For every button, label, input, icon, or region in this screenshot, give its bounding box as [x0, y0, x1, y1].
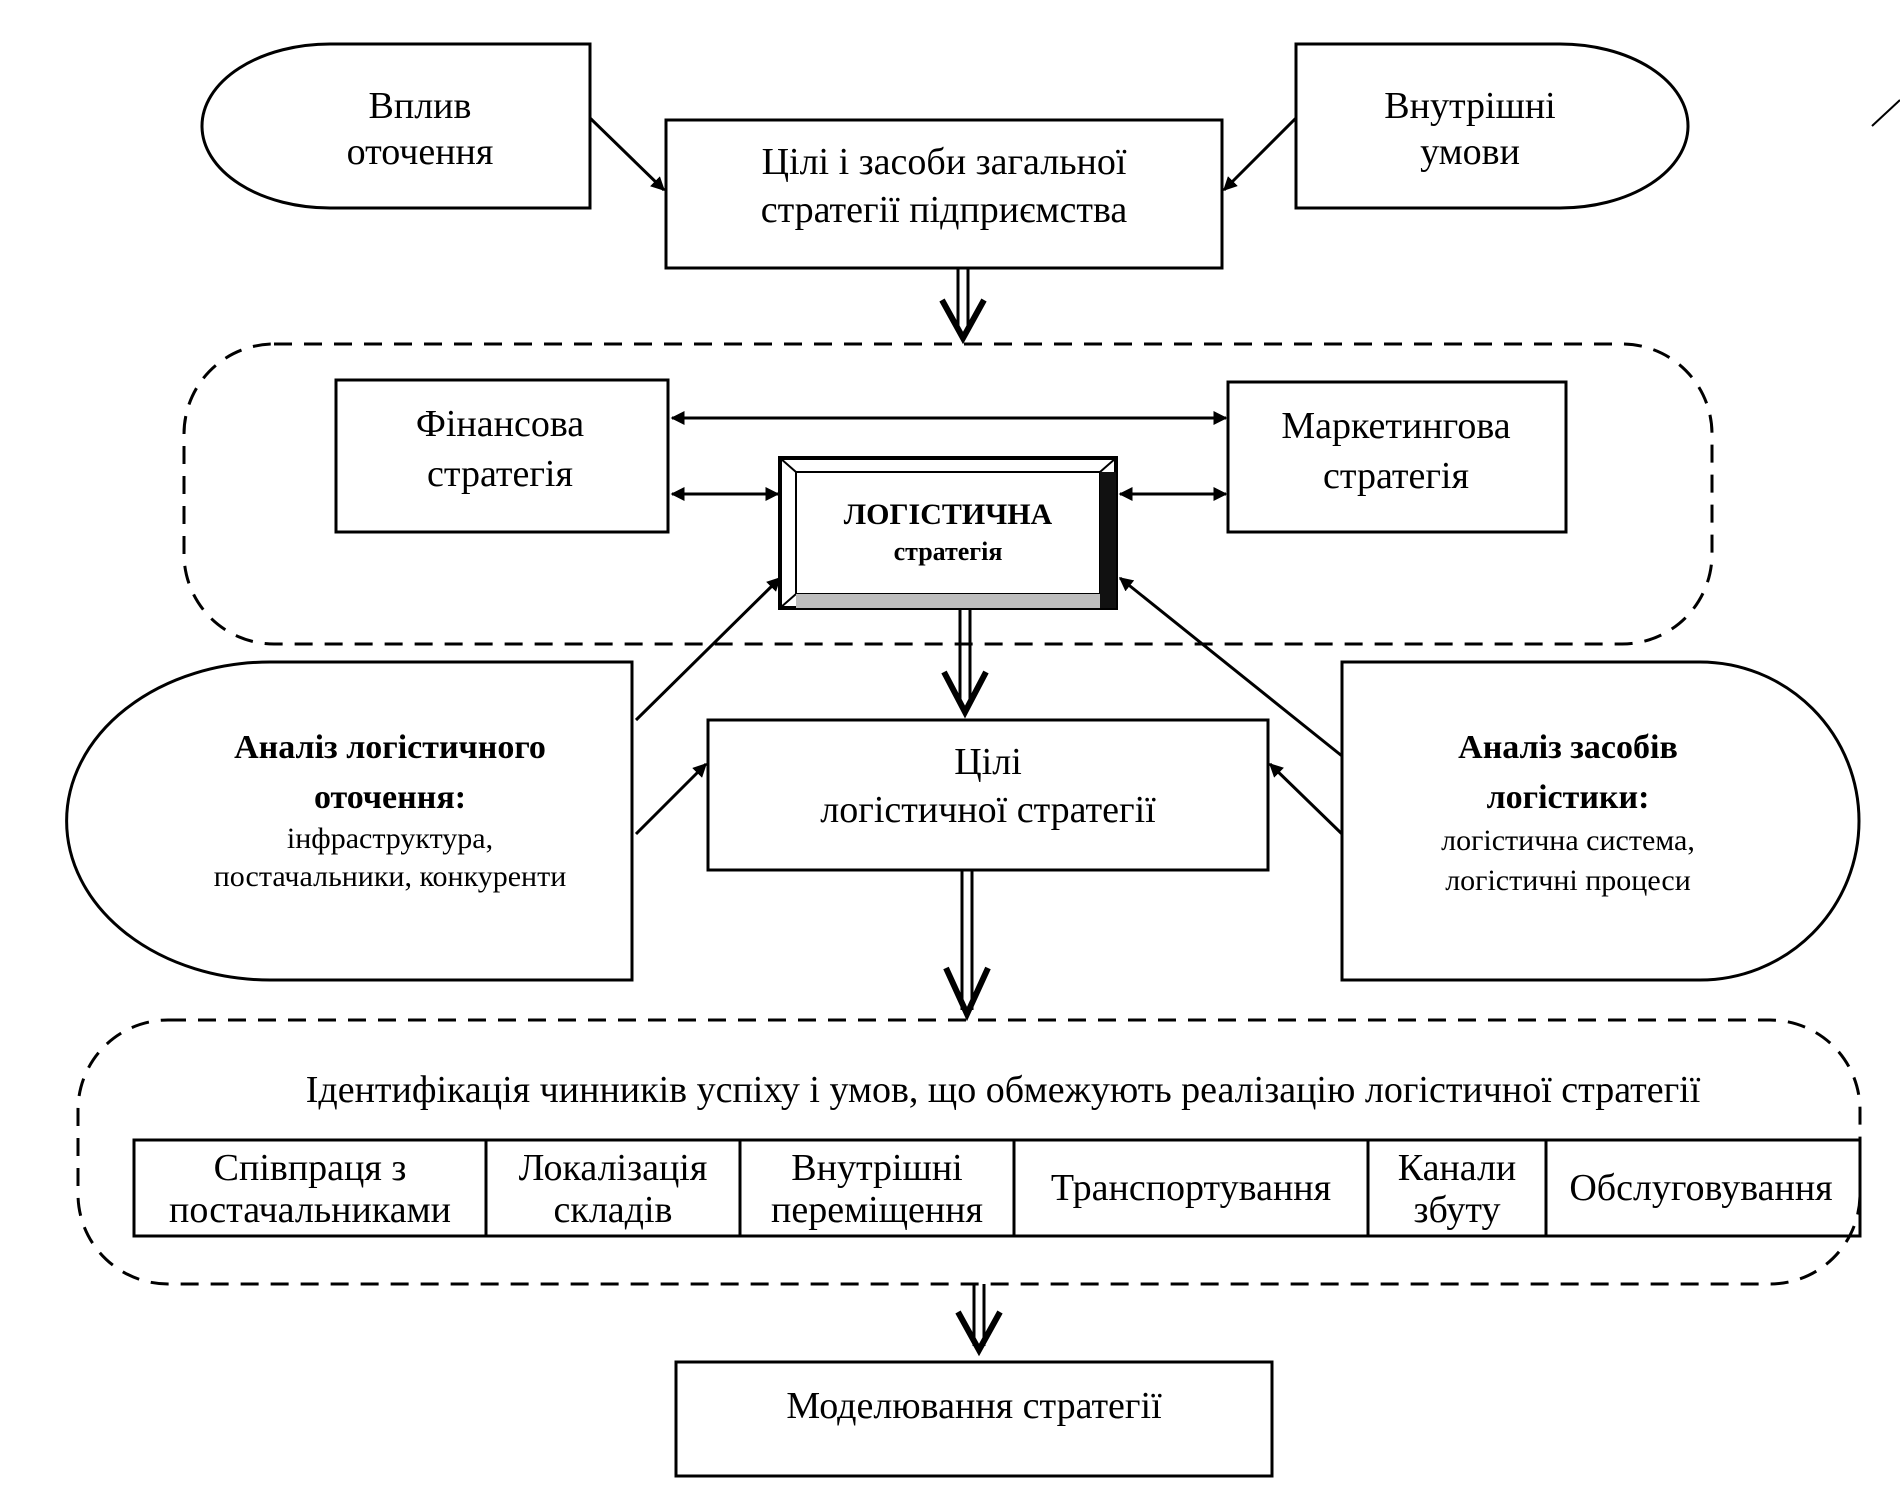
- factor-transportation: Транспортування: [1051, 1167, 1331, 1209]
- internal-conditions-line-2: умови: [1420, 131, 1520, 173]
- general-strategy-node: Цілі і засоби загальної стратегії підпри…: [664, 118, 1224, 270]
- environment-analysis-detail-1: інфраструктура,: [287, 822, 493, 855]
- general-strategy-line-1: Цілі і засоби загальної: [762, 141, 1127, 183]
- factor-channels-line-1: Канали: [1398, 1147, 1517, 1189]
- marketing-strategy-line-2: стратегія: [1323, 455, 1469, 497]
- internal-conditions-line-1: Внутрішні: [1384, 85, 1555, 127]
- arrow-conditions-to-strategy: [1222, 116, 1298, 192]
- logistic-strategy-subtitle: стратегія: [894, 537, 1003, 566]
- double-arrow-down-2: [941, 610, 989, 719]
- double-arrow-down-1: [939, 268, 987, 345]
- logistic-goals-line-2: логістичної стратегії: [820, 789, 1156, 831]
- means-analysis-title-1: Аналіз засобів: [1458, 729, 1678, 766]
- factor-channels-line-2: збуту: [1413, 1189, 1500, 1231]
- environment-analysis-title-2: оточення:: [314, 779, 466, 816]
- factor-cooperation-line-2: постачальниками: [169, 1189, 451, 1231]
- logistic-strategy-node: ЛОГІСТИЧНА стратегія: [778, 456, 1118, 610]
- arrow-env-analysis-to-logistic: [634, 576, 782, 722]
- arrow-environment-to-strategy: [588, 116, 666, 192]
- double-arrow-down-4: [955, 1284, 1003, 1357]
- arrow-means-analysis-to-goals: [1268, 762, 1344, 836]
- environment-analysis-node: Аналіз логістичного оточення: інфраструк…: [64, 660, 634, 982]
- factor-warehouses-line-1: Локалізація: [519, 1147, 708, 1189]
- logistic-goals-line-1: Цілі: [954, 741, 1022, 783]
- stray-mark: [1871, 99, 1900, 127]
- financial-strategy-line-1: Фінансова: [416, 403, 584, 445]
- financial-strategy-node: Фінансова стратегія: [334, 378, 670, 534]
- means-analysis-node: Аналіз засобів логістики: логістична сис…: [1340, 660, 1861, 982]
- environment-analysis-detail-2: постачальники, конкуренти: [214, 860, 567, 893]
- financial-strategy-line-2: стратегія: [427, 453, 573, 495]
- strategy-modeling-node: Моделювання стратегії: [674, 1360, 1274, 1478]
- double-arrow-down-3: [943, 870, 991, 1022]
- factor-warehouses-line-2: складів: [554, 1189, 673, 1231]
- strategy-modeling-label: Моделювання стратегії: [786, 1385, 1162, 1427]
- factor-service: Обслуговування: [1569, 1167, 1832, 1209]
- arrow-means-analysis-to-logistic: [1118, 576, 1343, 758]
- factor-internal-moves-line-1: Внутрішні: [791, 1147, 962, 1189]
- means-analysis-detail-1: логістична система,: [1441, 824, 1695, 857]
- marketing-strategy-node: Маркетингова стратегія: [1226, 380, 1568, 534]
- environment-influence-line-1: Вплив: [369, 85, 472, 127]
- arrow-env-analysis-to-goals: [634, 762, 708, 836]
- environment-influence-line-2: оточення: [347, 131, 494, 173]
- environment-influence-node: Вплив оточення: [200, 42, 592, 210]
- means-analysis-detail-2: логістичні процеси: [1445, 864, 1691, 897]
- internal-conditions-node: Внутрішні умови: [1294, 42, 1690, 210]
- marketing-strategy-line-1: Маркетингова: [1281, 405, 1510, 447]
- strategies-dashed-group: [182, 342, 1714, 646]
- means-analysis-title-2: логістики:: [1487, 779, 1650, 816]
- logistic-goals-node: Цілі логістичної стратегії: [706, 718, 1270, 872]
- factor-internal-moves-line-2: переміщення: [771, 1189, 983, 1231]
- factor-cooperation-line-1: Співпраця з: [214, 1147, 407, 1189]
- general-strategy-line-2: стратегії підприємства: [761, 189, 1128, 231]
- factors-table: Співпраця з постачальниками Локалізація …: [132, 1138, 1862, 1238]
- logistic-strategy-title: ЛОГІСТИЧНА: [844, 498, 1053, 531]
- environment-analysis-title-1: Аналіз логістичного: [234, 729, 546, 766]
- identification-title: Ідентифікація чинників успіху і умов, що…: [306, 1069, 1701, 1111]
